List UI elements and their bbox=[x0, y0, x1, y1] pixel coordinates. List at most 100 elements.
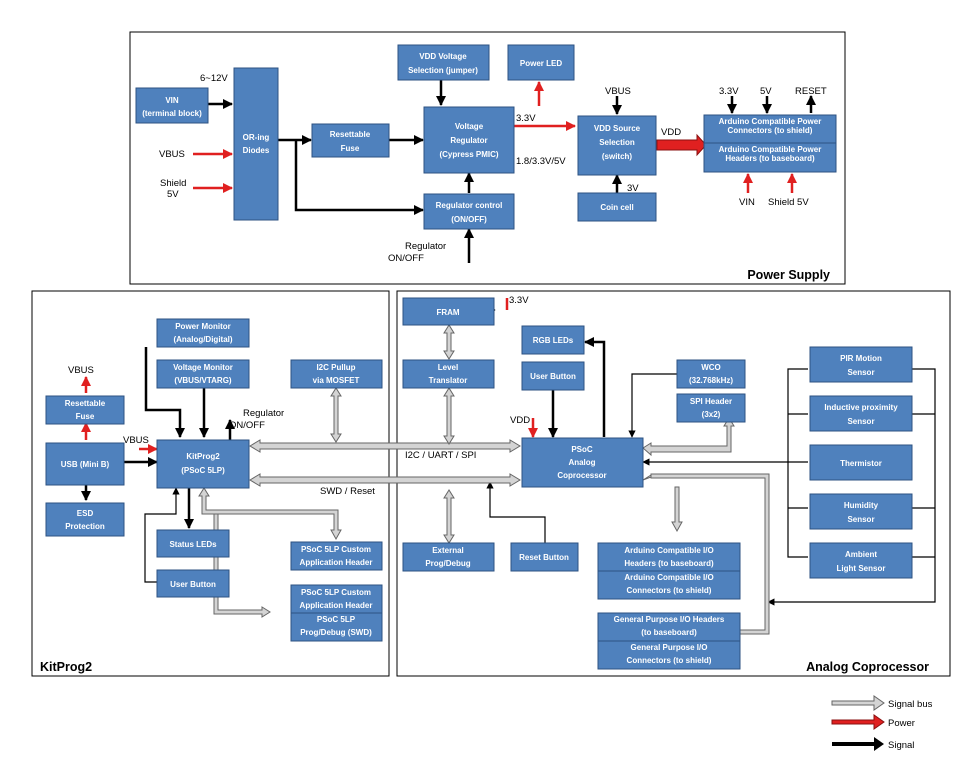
svg-text:Ambient: Ambient bbox=[845, 550, 877, 559]
label-1-8-3-3-5v: 1.8/3.3V/5V bbox=[516, 156, 566, 167]
vin-block: VIN (terminal block) bbox=[135, 87, 209, 124]
svg-text:PSoC: PSoC bbox=[571, 445, 593, 454]
psoc5lp-custom-app-header-block: PSoC 5LP Custom Application Header bbox=[290, 541, 383, 571]
oring-diodes-block: OR-ing Diodes bbox=[233, 67, 279, 221]
external-prog-debug-block: External Prog/Debug bbox=[402, 542, 495, 572]
svg-text:FRAM: FRAM bbox=[436, 308, 459, 317]
svg-text:Prog/Debug (SWD): Prog/Debug (SWD) bbox=[300, 628, 372, 637]
vdd-source-selection-block: VDD Source Selection (switch) bbox=[577, 115, 657, 176]
svg-text:Inductive proximity: Inductive proximity bbox=[824, 403, 898, 412]
svg-text:Protection: Protection bbox=[65, 522, 105, 531]
connections bbox=[81, 80, 936, 606]
kitprog2-chip-block: KitProg2 (PSoC 5LP) bbox=[156, 439, 250, 489]
svg-text:PSoC 5LP Custom: PSoC 5LP Custom bbox=[301, 545, 371, 554]
svg-text:Voltage: Voltage bbox=[455, 122, 484, 131]
svg-text:Translator: Translator bbox=[429, 376, 468, 385]
svg-text:VIN: VIN bbox=[165, 96, 179, 105]
label-vdd-ac: VDD bbox=[510, 415, 530, 426]
svg-text:PSoC 5LP: PSoC 5LP bbox=[317, 615, 356, 624]
i2c-pullup-block: I2C Pullup via MOSFET bbox=[290, 359, 383, 389]
regulator-control-block: Regulator control (ON/OFF) bbox=[423, 193, 515, 230]
voltage-monitor-block: Voltage Monitor (VBUS/VTARG) bbox=[156, 359, 250, 389]
gpio-headers-block: General Purpose I/O Headers (to baseboar… bbox=[597, 612, 741, 642]
svg-text:External: External bbox=[432, 546, 464, 555]
svg-text:Application Header: Application Header bbox=[300, 601, 373, 610]
svg-text:VDD Source: VDD Source bbox=[594, 124, 641, 133]
thermistor-block: Thermistor bbox=[809, 444, 913, 481]
label-shield-5v: 5V bbox=[167, 189, 179, 200]
svg-text:Light Sensor: Light Sensor bbox=[837, 564, 886, 573]
arduino-io-connectors-block: Arduino Compatible I/O Connectors (to sh… bbox=[597, 570, 741, 600]
power-supply-frame bbox=[129, 31, 846, 285]
svg-text:(Analog/Digital): (Analog/Digital) bbox=[173, 335, 232, 344]
gpio-connectors-block: General Purpose I/O Connectors (to shiel… bbox=[597, 640, 741, 670]
svg-text:Connectors (to shield): Connectors (to shield) bbox=[627, 586, 712, 595]
svg-text:User Button: User Button bbox=[170, 580, 216, 589]
svg-text:Coprocessor: Coprocessor bbox=[557, 471, 606, 480]
pir-motion-sensor-block: PIR Motion Sensor bbox=[809, 346, 913, 383]
svg-text:WCO: WCO bbox=[701, 363, 721, 372]
svg-text:Sensor: Sensor bbox=[847, 515, 874, 524]
usb-mini-b-block: USB (Mini B) bbox=[45, 442, 125, 486]
svg-text:RGB LEDs: RGB LEDs bbox=[533, 336, 574, 345]
svg-text:Sensor: Sensor bbox=[847, 417, 874, 426]
svg-text:(terminal block): (terminal block) bbox=[142, 109, 202, 118]
svg-text:Reset Button: Reset Button bbox=[519, 553, 569, 562]
label-swd-reset: SWD / Reset bbox=[320, 486, 375, 497]
svg-text:General Purpose I/O Headers: General Purpose I/O Headers bbox=[614, 615, 725, 624]
psoc5lp-prog-debug-block: PSoC 5LP Prog/Debug (SWD) bbox=[290, 612, 383, 642]
connection-labels: 6~12V VBUS Shield 5V 3.3V 1.8/3.3V/5V Re… bbox=[68, 73, 827, 497]
legend-signal-bus-label: Signal bus bbox=[888, 699, 933, 710]
svg-text:Sensor: Sensor bbox=[847, 368, 874, 377]
label-vbus-kp-mid: VBUS bbox=[123, 435, 149, 446]
resettable-fuse-ps-block: Resettable Fuse bbox=[311, 123, 390, 158]
svg-text:Connectors (to shield): Connectors (to shield) bbox=[627, 656, 712, 665]
svg-text:I2C Pullup: I2C Pullup bbox=[316, 363, 355, 372]
analog-coprocessor-title: Analog Coprocessor bbox=[806, 660, 929, 674]
svg-text:Resettable: Resettable bbox=[330, 130, 371, 139]
svg-text:Arduino Compatible I/O: Arduino Compatible I/O bbox=[624, 546, 713, 555]
label-fram-3-3v: 3.3V bbox=[509, 295, 529, 306]
fram-block: FRAM bbox=[402, 297, 495, 326]
humidity-sensor-block: Humidity Sensor bbox=[809, 493, 913, 530]
svg-text:VDD Voltage: VDD Voltage bbox=[419, 52, 467, 61]
svg-text:Connectors (to shield): Connectors (to shield) bbox=[728, 126, 813, 135]
psoc5lp-custom-app-header-2-block: PSoC 5LP Custom Application Header bbox=[290, 584, 383, 614]
svg-text:(PSoC 5LP): (PSoC 5LP) bbox=[181, 466, 225, 475]
svg-text:(switch): (switch) bbox=[602, 152, 633, 161]
psoc-analog-coprocessor-block: PSoC Analog Coprocessor bbox=[521, 437, 644, 488]
svg-text:(3x2): (3x2) bbox=[702, 410, 721, 419]
arduino-power-headers-block: Arduino Compatible Power Headers (to bas… bbox=[703, 142, 837, 173]
user-button-kp-block: User Button bbox=[156, 569, 230, 598]
svg-text:(32.768kHz): (32.768kHz) bbox=[689, 376, 733, 385]
svg-text:Power Monitor: Power Monitor bbox=[175, 322, 231, 331]
svg-text:PIR Motion: PIR Motion bbox=[840, 354, 882, 363]
rgb-leds-block: RGB LEDs bbox=[521, 325, 585, 355]
label-3-3v-pin: 3.3V bbox=[719, 86, 739, 97]
svg-text:Selection (jumper): Selection (jumper) bbox=[408, 66, 478, 75]
svg-text:Fuse: Fuse bbox=[76, 412, 95, 421]
svg-text:Analog: Analog bbox=[568, 458, 595, 467]
svg-text:Thermistor: Thermistor bbox=[840, 459, 882, 468]
vdd-power-arrow bbox=[656, 133, 707, 157]
status-leds-block: Status LEDs bbox=[156, 529, 230, 558]
svg-text:Coin cell: Coin cell bbox=[600, 203, 633, 212]
legend-power-arrow bbox=[831, 714, 885, 730]
level-translator-block: Level Translator bbox=[402, 359, 495, 389]
kitprog2-title: KitProg2 bbox=[40, 660, 92, 674]
label-i2c-uart-spi: I2C / UART / SPI bbox=[405, 450, 476, 461]
svg-text:KitProg2: KitProg2 bbox=[186, 452, 220, 461]
label-reset-pin: RESET bbox=[795, 86, 827, 97]
svg-text:Regulator: Regulator bbox=[450, 136, 487, 145]
esd-protection-block: ESD Protection bbox=[45, 502, 125, 537]
svg-text:Power LED: Power LED bbox=[520, 59, 562, 68]
arduino-power-connectors-block: Arduino Compatible Power Connectors (to … bbox=[703, 114, 837, 144]
label-3-3v-reg: 3.3V bbox=[516, 113, 536, 124]
label-on-off-kp: ON/OFF bbox=[229, 420, 265, 431]
svg-text:Selection: Selection bbox=[599, 138, 635, 147]
reset-button-block: Reset Button bbox=[510, 542, 579, 572]
legend-signal-bus-arrow bbox=[831, 695, 885, 711]
svg-text:via MOSFET: via MOSFET bbox=[313, 376, 360, 385]
voltage-regulator-block: Voltage Regulator (Cypress PMIC) bbox=[423, 106, 515, 174]
spi-header-block: SPI Header (3x2) bbox=[676, 393, 746, 423]
